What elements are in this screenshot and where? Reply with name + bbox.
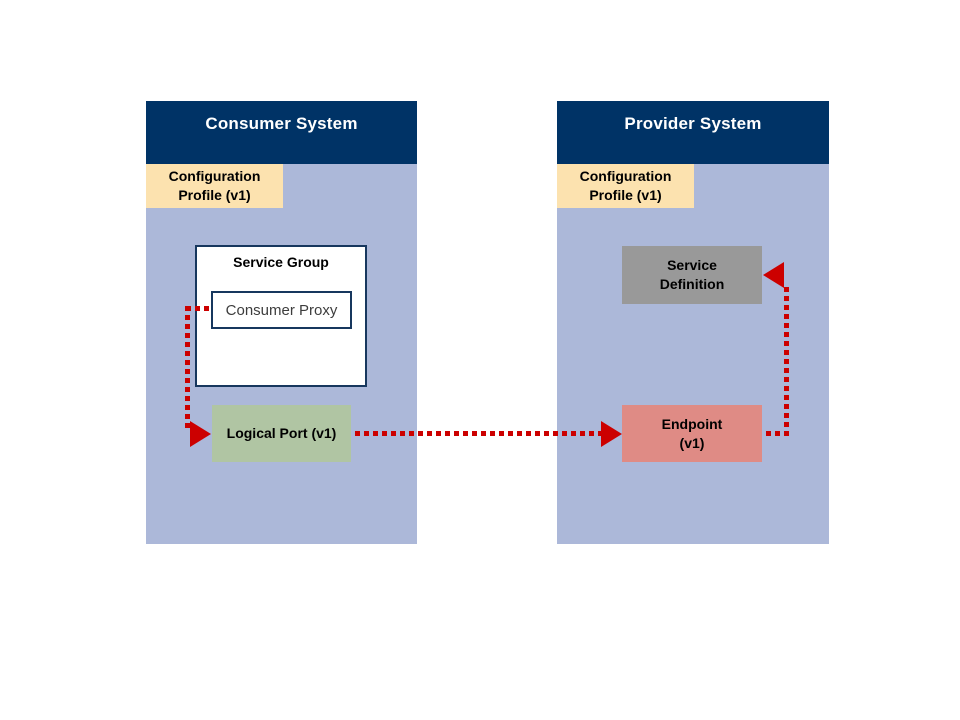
service-group-title: Service Group <box>233 254 329 270</box>
provider-system-title: Provider System <box>624 114 762 133</box>
endpoint-box: Endpoint (v1) <box>622 405 762 462</box>
dotted-line-segment <box>185 306 190 430</box>
dotted-line-segment <box>186 306 211 311</box>
consumer-system-header: Consumer System <box>146 101 417 164</box>
service-definition-box: Service Definition <box>622 246 762 304</box>
consumer-proxy-box: Consumer Proxy <box>211 291 352 329</box>
logical-port-box: Logical Port (v1) <box>212 405 351 462</box>
arrowhead-right-icon <box>601 421 622 447</box>
dotted-line-segment <box>355 431 601 436</box>
arrowhead-right-icon <box>190 421 211 447</box>
consumer-configuration-profile-box: Configuration Profile (v1) <box>146 164 283 208</box>
provider-configuration-profile-box: Configuration Profile (v1) <box>557 164 694 208</box>
provider-system-header: Provider System <box>557 101 829 164</box>
consumer-system-title: Consumer System <box>205 114 358 133</box>
dotted-line-segment <box>766 431 788 436</box>
dotted-line-segment <box>784 287 789 436</box>
arrowhead-left-icon <box>763 262 784 288</box>
